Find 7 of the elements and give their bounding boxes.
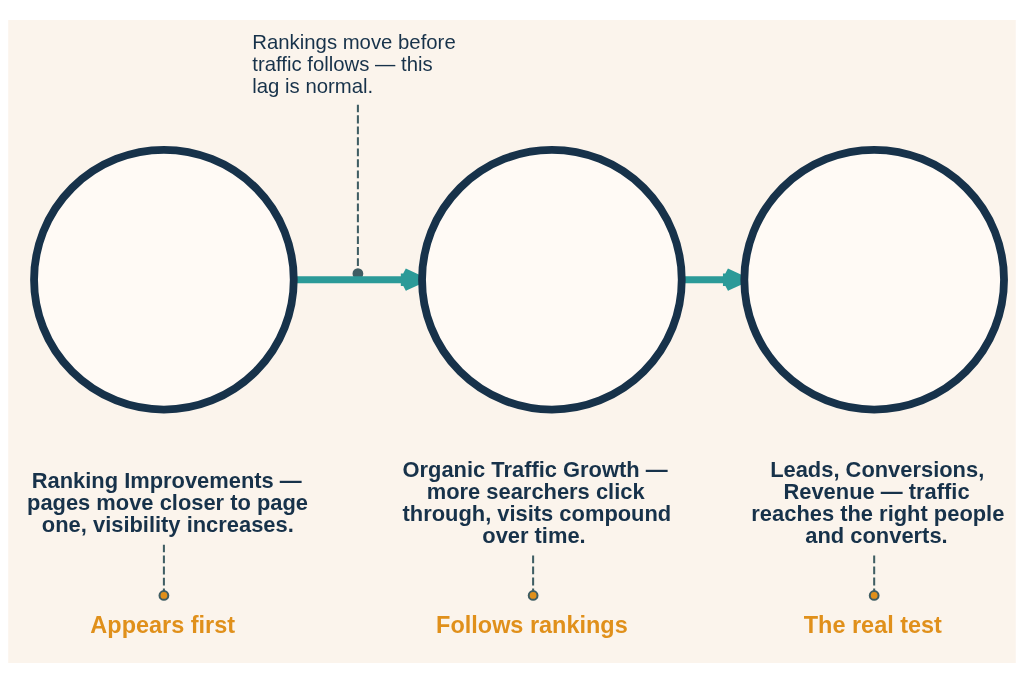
node-text: Follows rankings	[436, 611, 628, 638]
node-text: The real test	[803, 611, 942, 638]
node-text: Organic Traffic Growth — more searchers click through, visits compound over time.	[402, 457, 672, 548]
node-text: Appears first	[90, 611, 236, 638]
node-text: Ranking Improvements — pages move closer to page one, visibility increases.	[27, 468, 309, 537]
node-text: Rankings move before traffic follows — this lag is normal.	[252, 30, 456, 97]
node-text: Leads, Conversions, Revenue — traffic reaches the right people and converts.	[751, 457, 1005, 548]
